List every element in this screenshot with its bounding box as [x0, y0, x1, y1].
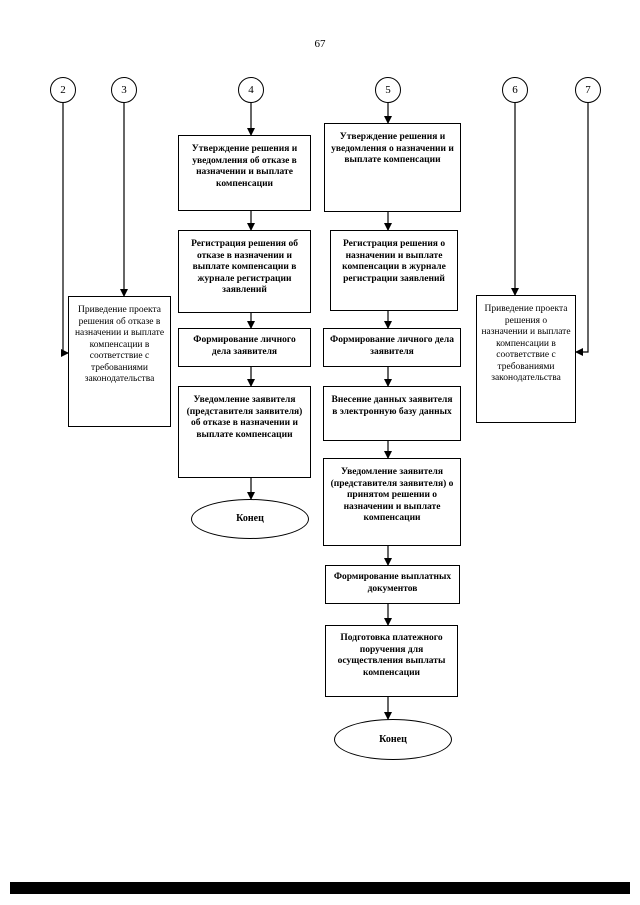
left-revision-box: Приведение проекта решения об отказе в н… — [68, 296, 171, 427]
connector-7: 7 — [575, 77, 601, 103]
connector-4: 4 — [238, 77, 264, 103]
approval-step-3: Формирование личного дела заявителя — [323, 328, 461, 367]
refusal-step-3: Формирование личного дела заявителя — [178, 328, 311, 367]
page-number: 67 — [314, 38, 326, 50]
connector-2: 2 — [50, 77, 76, 103]
approval-step-2: Регистрация решения о назначении и выпла… — [330, 230, 458, 311]
connector-3: 3 — [111, 77, 137, 103]
right-revision-box: Приведение проекта решения о назначении … — [476, 295, 576, 423]
approval-step-5: Уведомление заявителя (представителя зая… — [323, 458, 461, 546]
approval-step-6: Формирование выплатных документов — [325, 565, 460, 604]
approval-step-1: Утверждение решения и уведомления о назн… — [324, 123, 461, 212]
approval-end: Конец — [334, 719, 452, 760]
refusal-step-1: Утверждение решения и уведомления об отк… — [178, 135, 311, 211]
approval-step-4: Внесение данных заявителя в электронную … — [323, 386, 461, 441]
approval-step-7: Подготовка платежного поручения для осущ… — [325, 625, 458, 697]
refusal-step-4: Уведомление заявителя (представителя зая… — [178, 386, 311, 478]
bottom-border-bar — [10, 882, 630, 894]
connector-6: 6 — [502, 77, 528, 103]
refusal-step-2: Регистрация решения об отказе в назначен… — [178, 230, 311, 313]
connector-5: 5 — [375, 77, 401, 103]
refusal-end: Конец — [191, 499, 309, 539]
